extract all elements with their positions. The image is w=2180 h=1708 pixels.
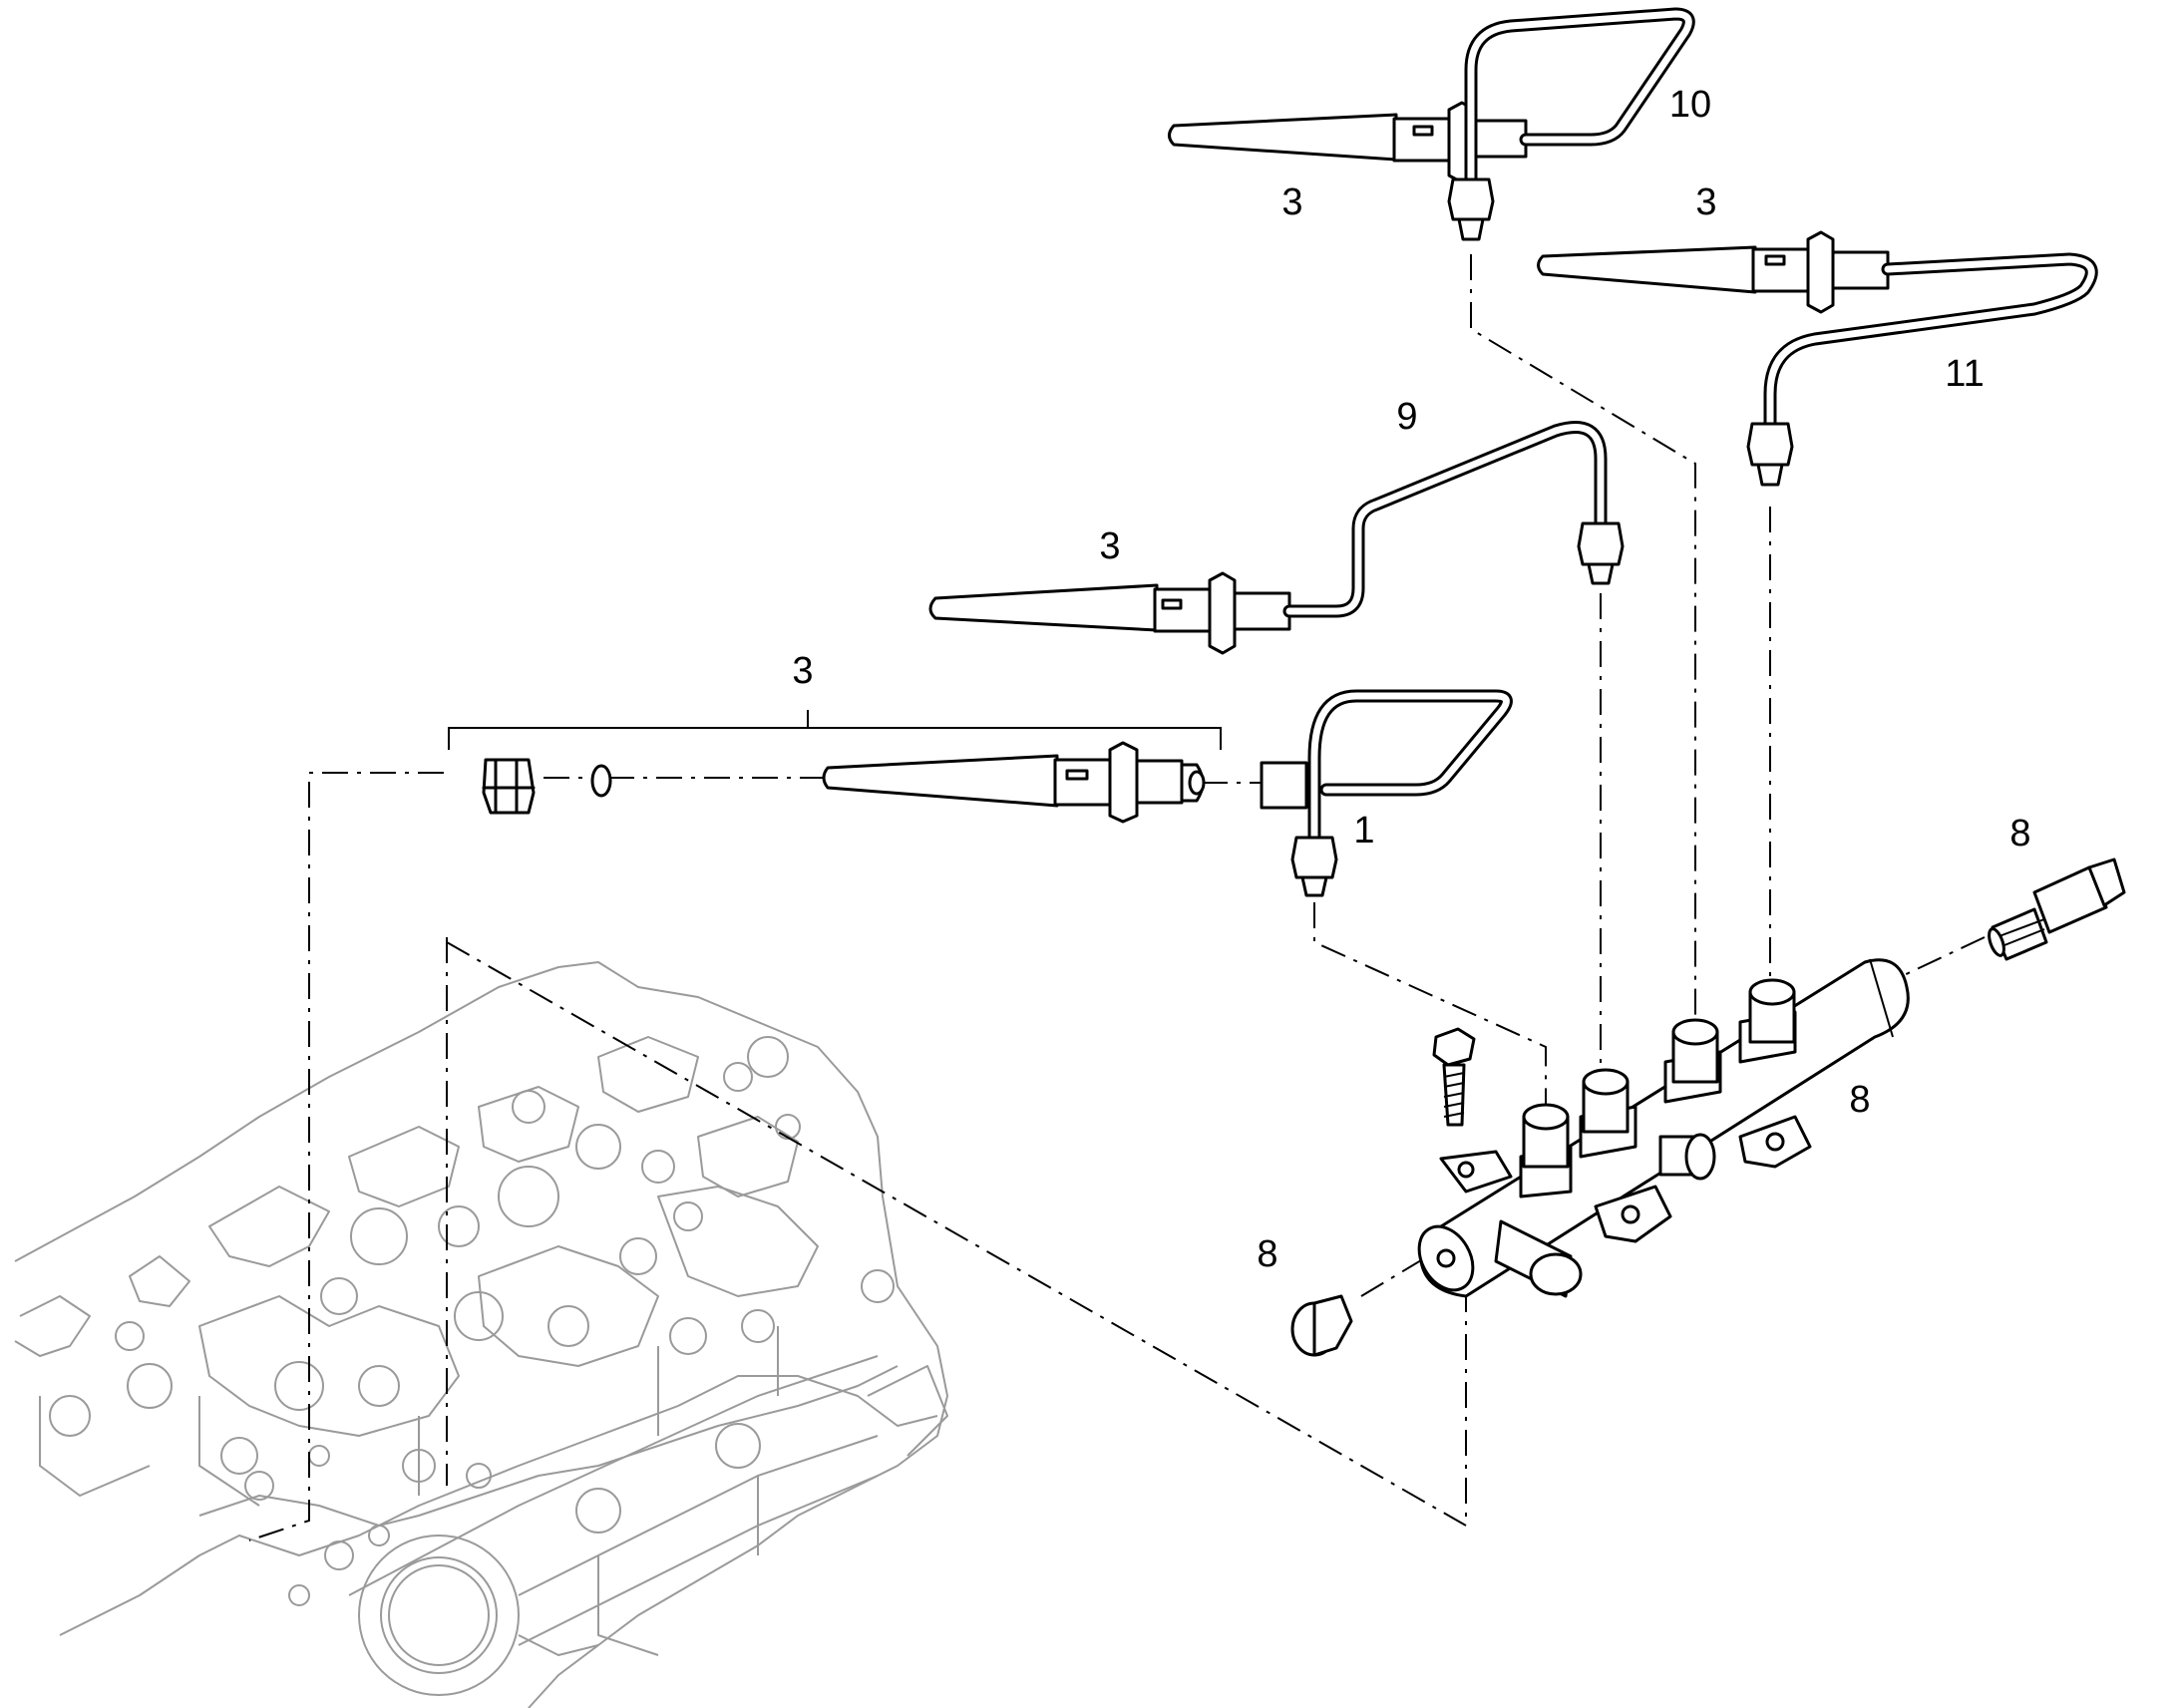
leader-sensor-to-rail <box>1899 936 1986 978</box>
callout-injector-top: 3 <box>1281 181 1302 223</box>
leader-pipe1-to-rail <box>1313 902 1547 1127</box>
injector-assembly <box>448 710 1222 824</box>
injector-second <box>1537 230 1890 314</box>
rail-inlet <box>1494 1219 1583 1298</box>
callout-sensor: 8 <box>2009 813 2030 854</box>
o-ring <box>590 764 612 798</box>
rail-outlet-3 <box>1663 1018 1722 1104</box>
rail-outlet-2 <box>1579 1068 1637 1159</box>
callout-pipe-top: 10 <box>1669 84 1711 126</box>
callout-rail: 8 <box>1849 1079 1870 1121</box>
callout-pipe-second: 11 <box>1945 353 1984 395</box>
injection-pipe-10 <box>1447 7 1695 241</box>
callout-injector-third: 3 <box>1099 525 1120 567</box>
callout-injector-second: 3 <box>1695 181 1716 223</box>
leader-engine-to-rail <box>446 941 1467 1527</box>
injection-pipe-11 <box>1746 252 2098 487</box>
injection-pipe-1 <box>1260 689 1513 897</box>
rail-fixing-bolt <box>1432 1027 1476 1127</box>
clamp-nut <box>482 758 536 815</box>
rail-outlet-1 <box>1519 1103 1573 1198</box>
assembly-bracket <box>448 710 1222 750</box>
rail-return-port <box>1658 1133 1716 1181</box>
injection-pipe-9 <box>1282 421 1625 618</box>
callout-labels: 3 10 3 11 9 3 3 1 8 8 8 <box>792 84 2030 1275</box>
rail-pressure-sensor <box>1988 857 2126 961</box>
callout-injector-assembly: 3 <box>792 650 813 692</box>
fuel-rail <box>1417 958 1910 1298</box>
callout-pipe-third: 9 <box>1396 396 1417 438</box>
injector-body-main <box>822 741 1206 824</box>
callout-pipe-first: 1 <box>1353 810 1374 852</box>
injector-third <box>928 571 1291 655</box>
rail-end-plug <box>1290 1294 1353 1357</box>
leader-injector-to-engine <box>248 772 444 1541</box>
engine-cylinder-head <box>14 961 948 1708</box>
rail-outlet-4 <box>1738 978 1797 1064</box>
callout-plug: 8 <box>1257 1233 1277 1275</box>
leader-pipe10-to-rail <box>1470 254 1696 1037</box>
